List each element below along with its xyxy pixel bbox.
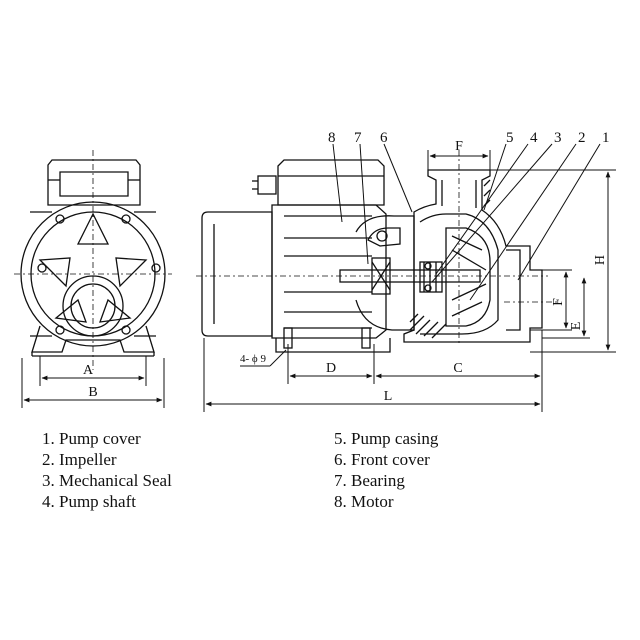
callout-5: 5	[506, 130, 514, 146]
motor-fan-cover	[201, 211, 273, 337]
dim-D-label: D	[326, 361, 336, 376]
callout-3: 3	[554, 130, 562, 146]
dim-H-label: H	[593, 255, 608, 265]
legend-right: 5. Pump casing 6. Front cover 7. Bearing…	[334, 428, 438, 512]
callout-1: 1	[602, 130, 610, 146]
dim-E-label: E	[569, 322, 584, 331]
dim-A-label: A	[83, 363, 94, 378]
callout-4: 4	[530, 130, 538, 146]
pump-casing	[403, 169, 543, 343]
side-base	[275, 338, 391, 353]
impeller	[445, 227, 491, 327]
dim-C-label: C	[453, 361, 462, 376]
callout-6: 6	[380, 130, 388, 146]
front-cover	[355, 215, 415, 331]
side-terminal-box	[277, 159, 385, 206]
legend-item-pump-casing: 5. Pump casing	[334, 429, 439, 448]
dim-E	[542, 277, 590, 339]
motor-body	[271, 204, 387, 339]
dim-H	[490, 169, 616, 353]
mechanical-seal	[419, 261, 443, 293]
dim-L-label: L	[384, 389, 393, 404]
dim-F-side-label: F	[551, 298, 566, 306]
terminal-box	[47, 159, 141, 206]
holes-label: 4- ϕ 9	[240, 353, 266, 365]
callout-leaders	[332, 143, 601, 301]
legend-item-pump-cover: 1. Pump cover	[42, 429, 141, 448]
callout-7: 7	[354, 130, 362, 146]
pump-cover	[506, 249, 521, 331]
cable-gland	[257, 175, 277, 195]
front-feet	[31, 325, 155, 353]
dim-L	[203, 338, 543, 412]
dim-C	[375, 330, 543, 384]
dim-F-top-label: F	[455, 139, 463, 154]
legend-item-mechanical-seal: 3. Mechanical Seal	[42, 471, 172, 490]
legend-item-bearing: 7. Bearing	[334, 471, 405, 490]
legend-item-pump-shaft: 4. Pump shaft	[42, 492, 136, 511]
legend-item-front-cover: 6. Front cover	[334, 450, 430, 469]
dim-A	[39, 356, 147, 386]
callout-8: 8	[328, 130, 336, 146]
dim-F-top	[427, 150, 491, 170]
bearing	[371, 257, 391, 295]
callout-2: 2	[578, 130, 586, 146]
dim-B	[21, 358, 165, 408]
dim-F-side	[530, 269, 572, 331]
legend-item-impeller: 2. Impeller	[42, 450, 117, 469]
dim-B-label: B	[88, 385, 97, 400]
legend-left: 1. Pump cover 2. Impeller 3. Mechanical …	[42, 428, 172, 512]
legend-item-motor: 8. Motor	[334, 492, 394, 511]
